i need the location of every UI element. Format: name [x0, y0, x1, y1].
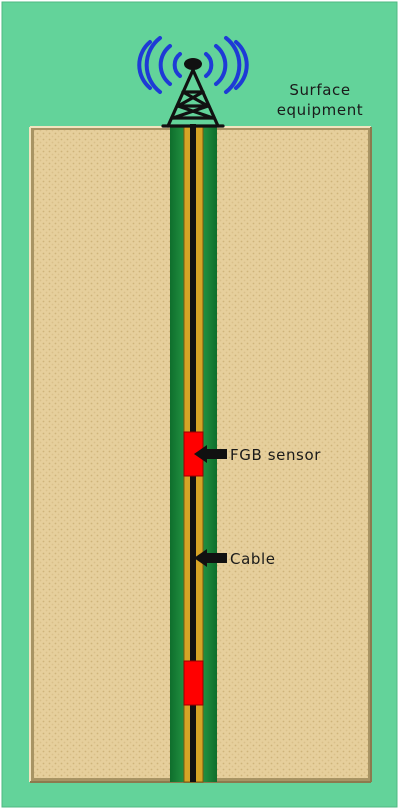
cable-label: Cable [230, 550, 276, 568]
fgb-sensor-lower [183, 660, 204, 706]
radio-tower-icon [161, 58, 225, 128]
signal-waves-icon [137, 36, 249, 94]
surface-equipment-label: Surface equipment [250, 80, 390, 120]
arrow-left-icon [194, 549, 227, 567]
surface-label-line2: equipment [276, 101, 364, 119]
surface-label-line1: Surface [289, 81, 351, 99]
fgb-sensor-label: FGB sensor [230, 446, 322, 464]
arrow-left-icon [194, 445, 227, 463]
